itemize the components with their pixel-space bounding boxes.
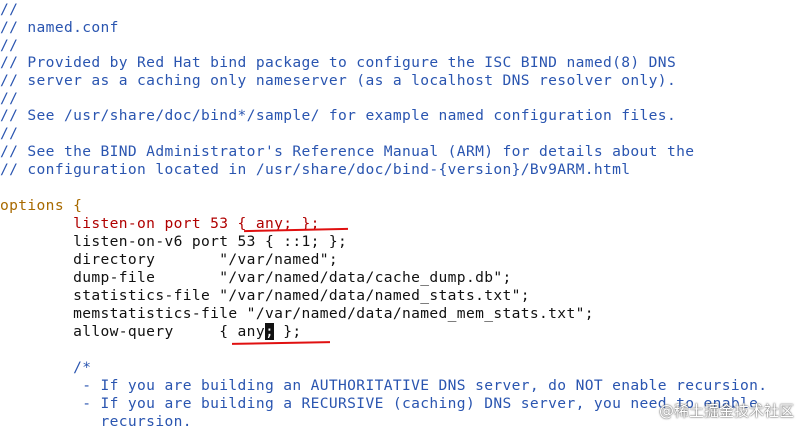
comment: // configuration located in /usr/share/d… (0, 161, 631, 178)
code-line: recursion. (0, 413, 192, 431)
comment: recursion. (0, 413, 192, 430)
options-keyword: options { (0, 197, 83, 214)
code-line: dump-file "/var/named/data/cache_dump.db… (0, 269, 512, 287)
directive: dump-file "/var/named/data/cache_dump.db… (0, 269, 512, 286)
comment: // (0, 37, 19, 54)
comment: // (0, 1, 19, 18)
comment: /* (0, 359, 92, 376)
code-line: memstatistics-file "/var/named/data/name… (0, 305, 594, 323)
code-line: // See /usr/share/doc/bind*/sample/ for … (0, 107, 676, 125)
directive: listen-on-v6 port 53 { ::1; }; (0, 233, 348, 250)
text-cursor[interactable]: ; (264, 323, 275, 340)
comment: - If you are building a RECURSIVE (cachi… (0, 395, 759, 412)
comment: // See /usr/share/doc/bind*/sample/ for … (0, 107, 677, 124)
code-line: // (0, 90, 18, 108)
code-line: // (0, 1, 18, 19)
code-line: // configuration located in /usr/share/d… (0, 161, 630, 179)
comment: // (0, 125, 19, 142)
directive: statistics-file "/var/named/data/named_s… (0, 287, 530, 304)
comment: // Provided by Red Hat bind package to c… (0, 54, 677, 71)
directive-listen-on: listen-on port 53 { any; }; (0, 215, 320, 232)
code-line: // See the BIND Administrator's Referenc… (0, 143, 694, 161)
comment: - If you are building an AUTHORITATIVE D… (0, 377, 768, 394)
code-line: directory "/var/named"; (0, 251, 338, 269)
directive: directory "/var/named"; (0, 251, 339, 268)
code-line: // (0, 125, 18, 143)
code-line: listen-on-v6 port 53 { ::1; }; (0, 233, 347, 251)
comment: // See the BIND Administrator's Referenc… (0, 143, 695, 160)
code-line-allow-query: allow-query { any; }; (0, 323, 302, 341)
code-line: /* (0, 359, 91, 377)
code-line: options { (0, 197, 82, 215)
code-line: // Provided by Red Hat bind package to c… (0, 54, 676, 72)
directive-allow-query-tail: }; (274, 323, 302, 340)
watermark: @稀土掘金技术社区 (658, 402, 794, 420)
code-line: - If you are building a RECURSIVE (cachi… (0, 395, 758, 413)
code-line: statistics-file "/var/named/data/named_s… (0, 287, 530, 305)
code-line: // named.conf (0, 19, 119, 37)
code-line: // server as a caching only nameserver (… (0, 72, 676, 90)
directive: memstatistics-file "/var/named/data/name… (0, 305, 594, 322)
code-line: - If you are building an AUTHORITATIVE D… (0, 377, 767, 395)
comment: // named.conf (0, 19, 119, 36)
code-line: // (0, 37, 18, 55)
comment: // server as a caching only nameserver (… (0, 72, 677, 89)
code-line-listen-on: listen-on port 53 { any; }; (0, 215, 320, 233)
directive-allow-query: allow-query { any (0, 323, 265, 340)
comment: // (0, 90, 19, 107)
